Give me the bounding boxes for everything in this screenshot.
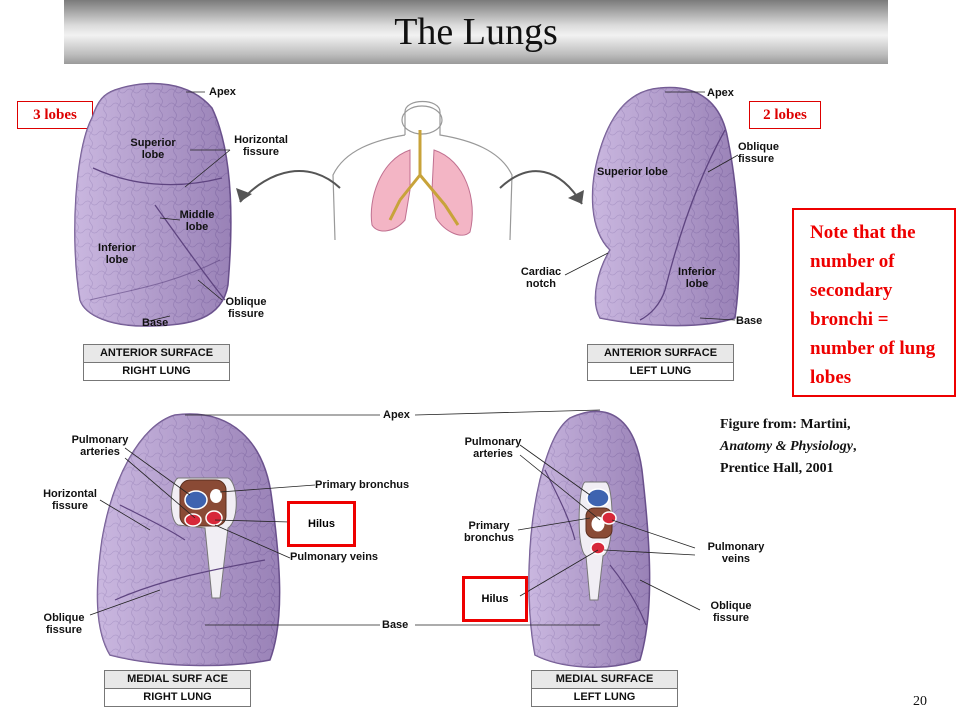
label-oblique-fissure-mr: Oblique fissure	[43, 612, 85, 636]
hilus-box-right: Hilus	[287, 501, 356, 547]
caption-anterior-right: ANTERIOR SURFACE RIGHT LUNG	[83, 344, 230, 381]
label-pulmonary-arteries-mr: Pulmonary arteries	[71, 434, 129, 458]
label-apex-ar: Apex	[209, 86, 236, 98]
arrow-to-left-lung	[499, 170, 583, 205]
page-number: 20	[913, 694, 927, 709]
label-oblique-fissure-ml: Oblique fissure	[710, 600, 752, 624]
label-superior-lobe-al: Superior lobe	[597, 166, 668, 178]
label-middle-lobe-ar: Middle lobe	[179, 209, 215, 233]
label-inferior-lobe-ar: Inferior lobe	[98, 242, 136, 266]
note-box: Note that the number of secondary bronch…	[792, 208, 956, 397]
caption-medial-left: MEDIAL SURFACE LEFT LUNG	[531, 670, 678, 707]
torso-illustration	[332, 100, 513, 241]
label-base-ar: Base	[142, 317, 169, 329]
label-inferior-lobe-al: Inferior lobe	[678, 266, 716, 290]
three-lobes-label: 3 lobes	[17, 101, 93, 129]
label-pulmonary-veins-ml: Pulmonary veins	[707, 541, 765, 565]
hilus-box-left: Hilus	[462, 576, 528, 622]
label-pulmonary-arteries-ml: Pulmonary arteries	[464, 436, 522, 460]
label-horizontal-fissure-mr: Horizontal fissure	[43, 488, 97, 512]
label-oblique-fissure-ar: Oblique fissure	[225, 296, 267, 320]
arrow-to-right-lung	[239, 170, 341, 203]
label-primary-bronchus-mr: Primary bronchus	[315, 479, 410, 491]
label-primary-bronchus-ml: Primary bronchus	[463, 520, 515, 544]
label-pulmonary-veins-mr: Pulmonary veins	[290, 551, 379, 563]
label-apex-al: Apex	[707, 87, 734, 99]
caption-anterior-left: ANTERIOR SURFACE LEFT LUNG	[587, 344, 734, 381]
leader-lines	[89, 91, 739, 626]
caption-medial-right: MEDIAL SURF ACE RIGHT LUNG	[104, 670, 251, 707]
label-horizontal-fissure-ar: Horizontal fissure	[234, 134, 288, 158]
anterior-right-lung	[74, 82, 232, 327]
figure-credit: Figure from: Martini, Anatomy & Physiolo…	[720, 417, 857, 476]
label-cardiac-notch-al: Cardiac notch	[520, 266, 562, 290]
label-base-al: Base	[736, 315, 763, 327]
note-text: Note that the number of secondary bronch…	[810, 222, 936, 388]
two-lobes-label: 2 lobes	[749, 101, 821, 129]
label-oblique-fissure-al: Oblique fissure	[738, 141, 779, 165]
label-superior-lobe-ar: Superior lobe	[130, 137, 176, 161]
title-bar: The Lungs	[64, 0, 888, 64]
medial-right-lung	[96, 413, 281, 667]
label-apex-medial: Apex	[383, 409, 410, 421]
medial-left-lung	[528, 410, 651, 668]
label-base-medial: Base	[382, 619, 409, 631]
anterior-left-lung	[591, 86, 740, 327]
slide-title: The Lungs	[394, 11, 558, 53]
